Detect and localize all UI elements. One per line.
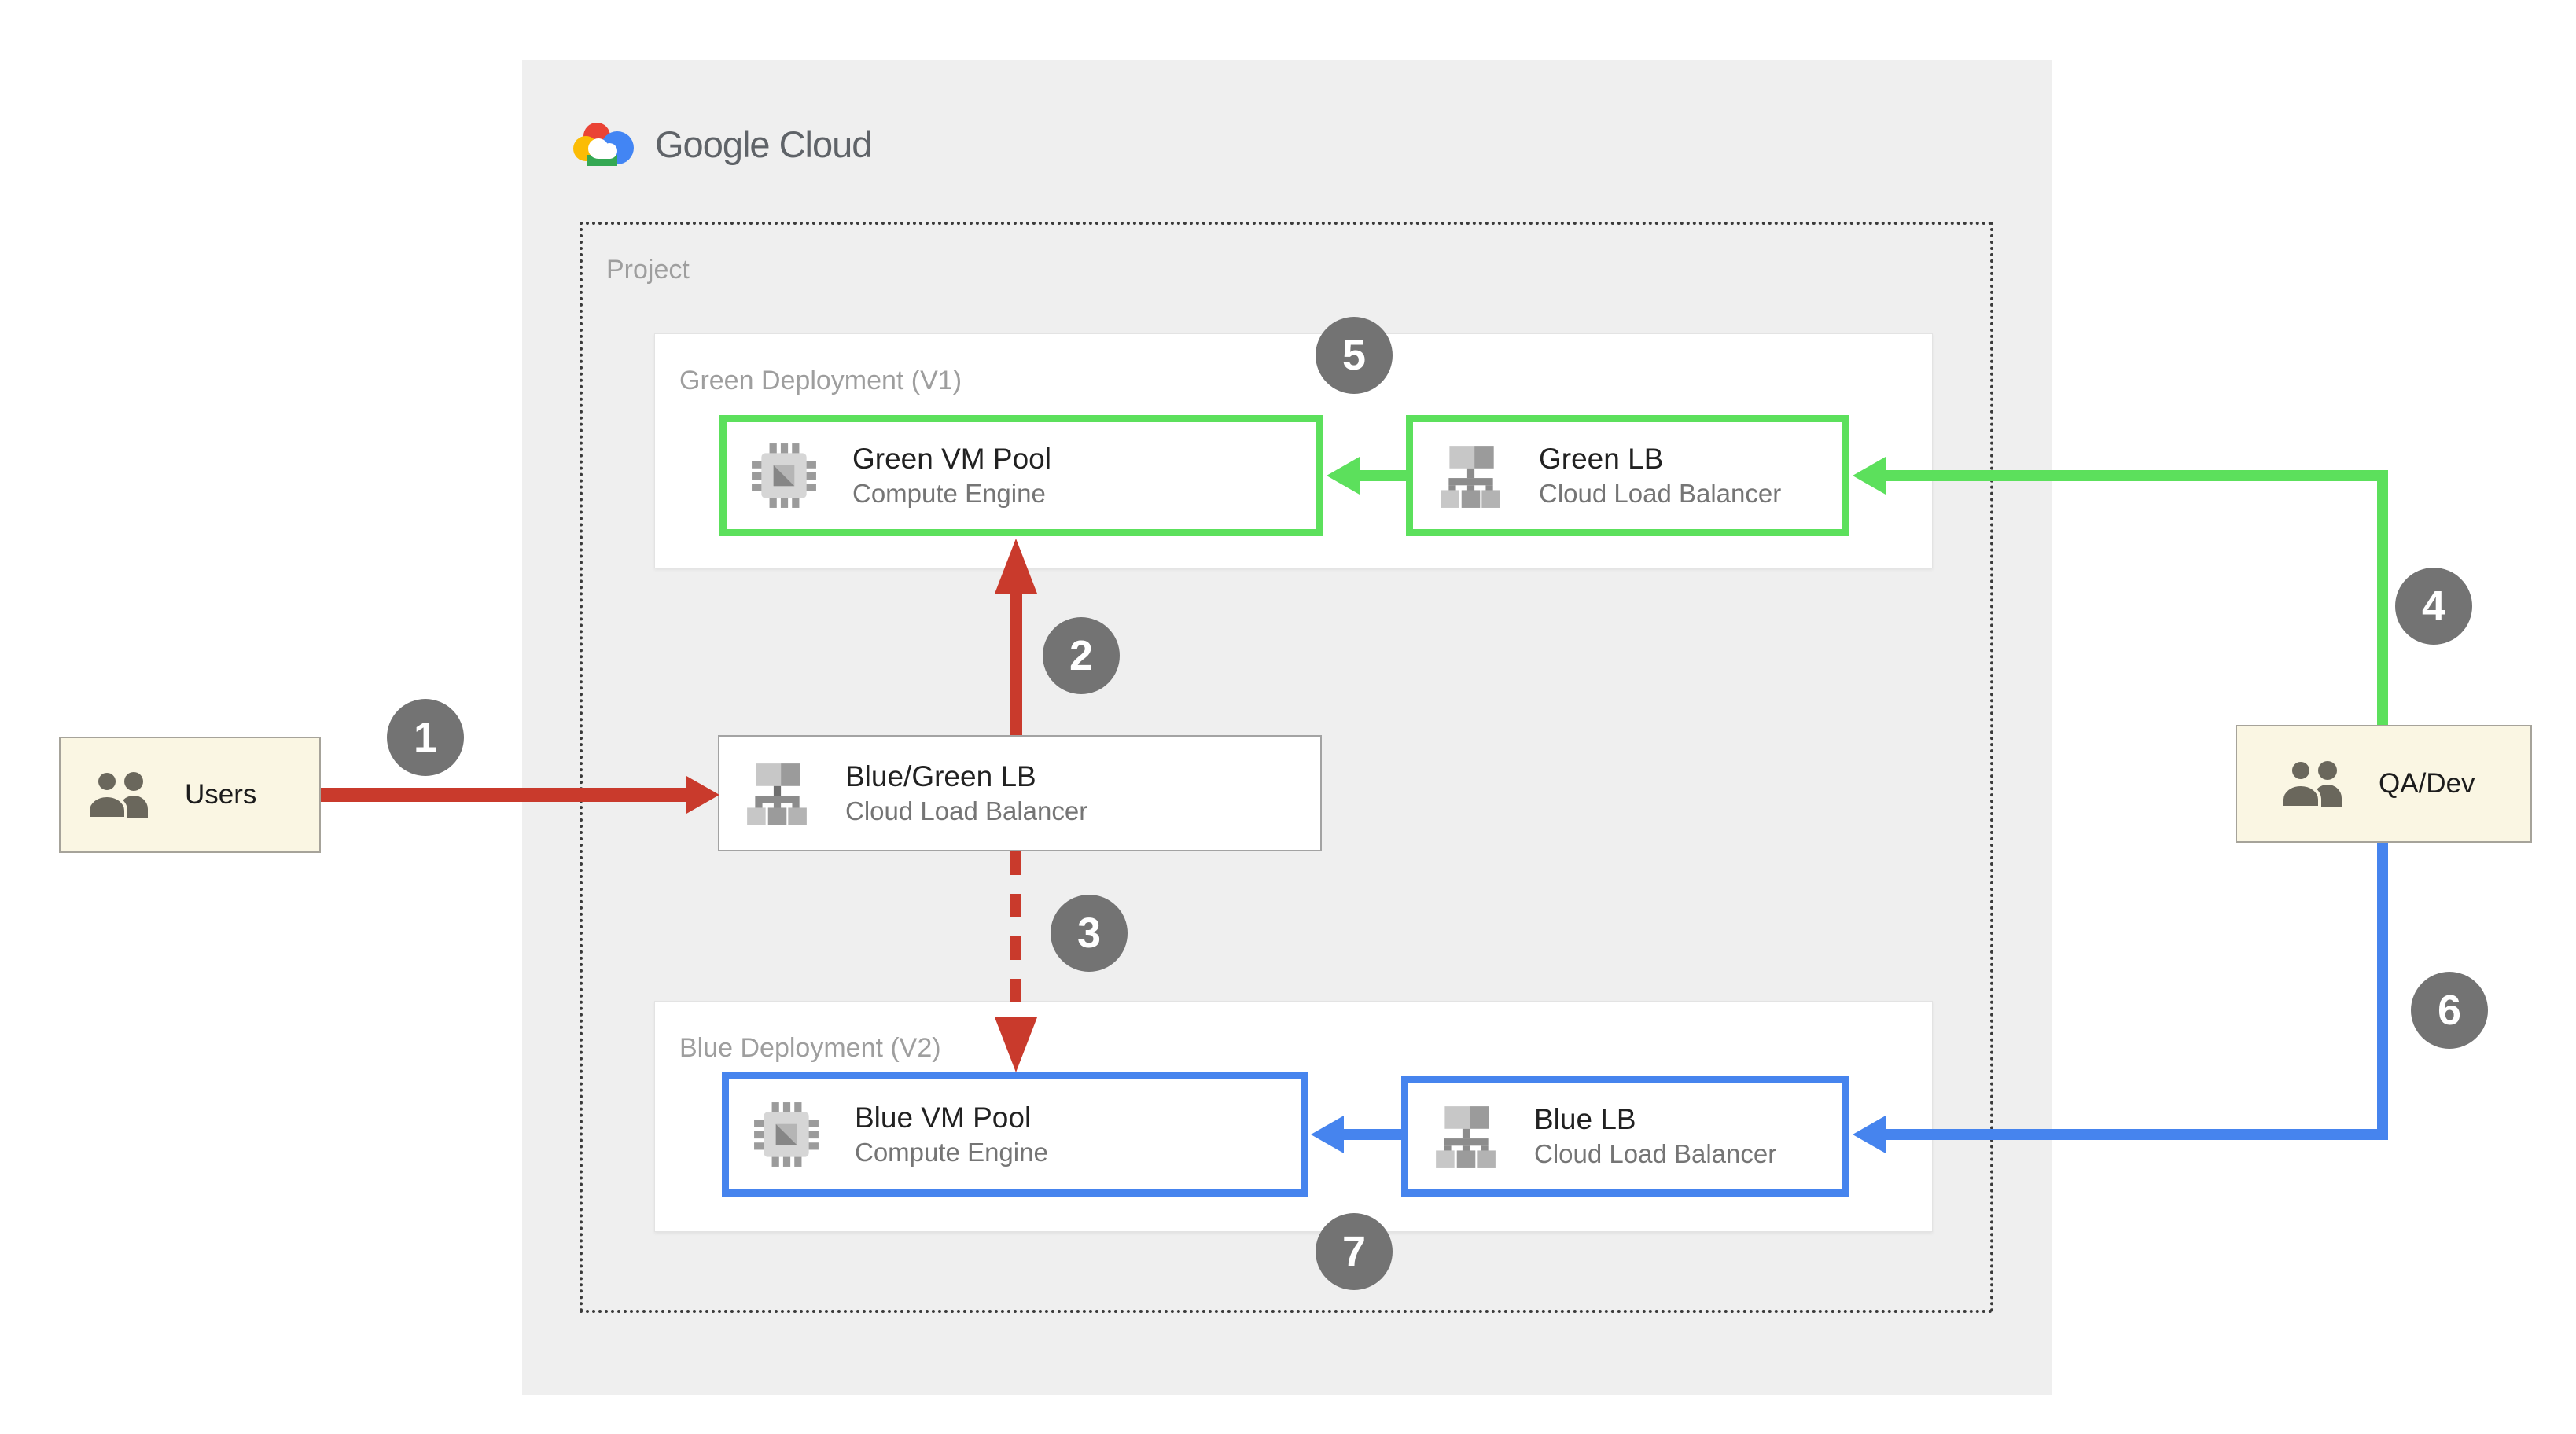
step-badge-7: 7 [1316,1213,1393,1290]
google-cloud-logo-text: Google Cloud [655,123,872,165]
edge-blue-lb-to-blue-vm [1342,1129,1401,1140]
compute-engine-icon [753,1101,820,1168]
edge-qadev-to-green-lb-horizontal [1884,470,2388,481]
step-badge-1: 1 [387,699,464,776]
users-label: Users [185,779,257,810]
node-subtitle: Cloud Load Balancer [1534,1139,1777,1168]
node-subtitle: Cloud Load Balancer [845,796,1088,825]
step-badge-4: 4 [2395,568,2472,645]
edge-router-to-blue-vm-dashed [1010,851,1021,1019]
edge-qadev-to-green-lb-arrowhead [1853,457,1886,495]
node-blue-vm-pool: Blue VM Pool Compute Engine [722,1072,1308,1197]
edge-qadev-to-blue-lb-horizontal [1884,1129,2388,1140]
qadev-icon [2278,759,2357,809]
project-label: Project [606,255,690,285]
node-title: Blue/Green LB [845,760,1036,792]
load-balancer-icon [1432,1102,1500,1170]
google-cloud-logo-icon [573,123,634,166]
blue-deployment-label: Blue Deployment (V2) [679,1033,941,1063]
edge-blue-lb-to-blue-vm-arrowhead [1311,1116,1344,1153]
node-title: Green VM Pool [852,443,1051,475]
edge-qadev-to-blue-lb-arrowhead [1853,1116,1886,1153]
step-badge-2: 2 [1043,617,1120,694]
project-container: Project [580,222,1993,1313]
load-balancer-icon [1437,442,1504,509]
node-title: Green LB [1539,443,1664,475]
edge-qadev-to-blue-lb-vertical [2377,843,2388,1140]
node-blue-green-lb: Blue/Green LB Cloud Load Balancer [718,735,1322,851]
google-cloud-logo: Google Cloud [572,116,872,171]
node-subtitle: Compute Engine [852,479,1046,508]
node-subtitle: Compute Engine [855,1138,1048,1167]
users-box: Users [59,737,321,853]
qadev-box: QA/Dev [2236,725,2532,843]
compute-engine-icon [750,442,818,509]
edge-green-lb-to-green-vm [1358,470,1406,481]
load-balancer-icon [743,759,811,827]
node-subtitle: Cloud Load Balancer [1539,479,1782,508]
users-icon [84,770,163,820]
edge-users-to-router [321,788,688,802]
edge-users-to-router-arrowhead [686,776,719,814]
node-green-lb: Green LB Cloud Load Balancer [1406,415,1849,536]
edge-qadev-to-green-lb-vertical [2377,470,2388,725]
node-green-vm-pool: Green VM Pool Compute Engine [719,415,1323,536]
edge-router-to-green-vm [1010,592,1022,735]
node-blue-lb: Blue LB Cloud Load Balancer [1401,1076,1849,1197]
step-badge-5: 5 [1316,317,1393,394]
edge-router-to-blue-vm-arrowhead [995,1017,1037,1072]
edge-green-lb-to-green-vm-arrowhead [1327,457,1360,495]
green-deployment-label: Green Deployment (V1) [679,366,962,395]
step-badge-6: 6 [2411,972,2488,1049]
step-badge-3: 3 [1051,895,1128,972]
node-title: Blue VM Pool [855,1101,1032,1134]
qadev-label: QA/Dev [2379,768,2475,799]
edge-router-to-green-vm-arrowhead [995,539,1037,594]
node-title: Blue LB [1534,1103,1636,1135]
